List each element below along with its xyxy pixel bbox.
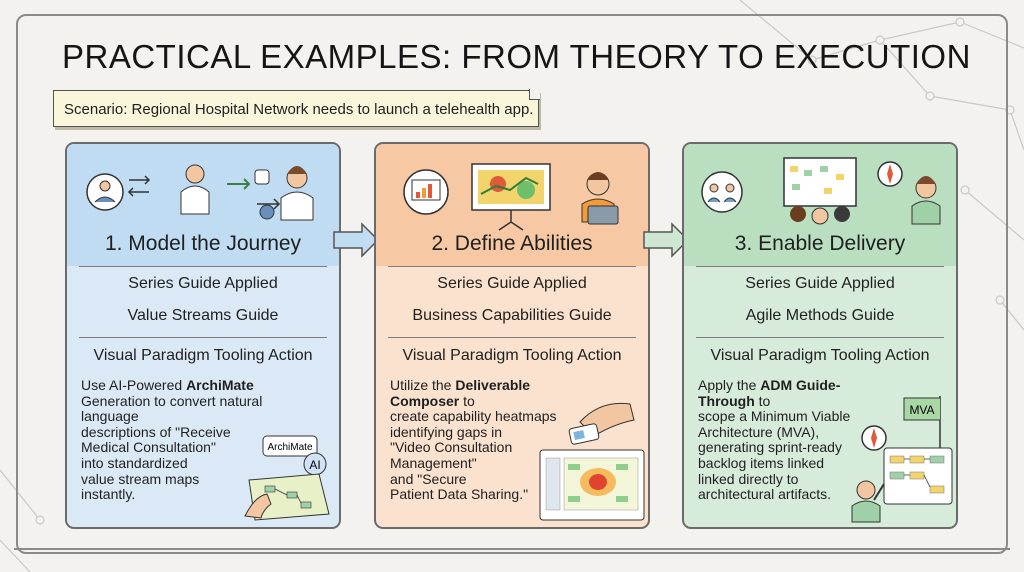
divider	[696, 266, 944, 267]
slide-frame	[16, 14, 1008, 554]
ai-tag: AI	[309, 458, 320, 472]
card-header	[67, 144, 339, 266]
flow-arrow	[643, 222, 690, 258]
flow-arrow	[333, 222, 380, 258]
divider	[388, 266, 636, 267]
tooling-description: Apply the ADM Guide-Through to scope a M…	[698, 377, 851, 503]
step-card-model-journey: 1. Model the Journey Series Guide Applie…	[65, 142, 341, 529]
divider	[79, 337, 327, 338]
team-board-icon	[701, 157, 941, 225]
tooling-description: Utilize the Deliverable Composer to crea…	[390, 377, 557, 503]
series-guide-label: Series Guide Applied	[745, 275, 895, 292]
divider	[79, 266, 327, 267]
divider	[388, 337, 636, 338]
scenario-note: Scenario: Regional Hospital Network need…	[53, 89, 540, 127]
tooling-action-label: Visual Paradigm Tooling Action	[402, 347, 622, 364]
step-card-enable-delivery: 3. Enable Delivery Series Guide Applied …	[682, 142, 958, 529]
series-guide-label: Series Guide Applied	[437, 275, 587, 292]
mva-tag: MVA	[909, 403, 934, 417]
backlog-board-illustration: MVA	[851, 396, 953, 523]
guide-name: Agile Methods Guide	[745, 307, 895, 324]
step-title: 1. Model the Journey	[104, 232, 302, 255]
step-title: 2. Define Abilities	[431, 232, 593, 255]
card-header	[684, 144, 956, 266]
page-title: PRACTICAL EXAMPLES: FROM THEORY TO EXECU…	[62, 38, 971, 75]
bottom-rule	[14, 548, 1010, 550]
divider	[696, 337, 944, 338]
value-stream-map-illustration: ArchiMate AI	[244, 435, 330, 521]
tooling-action-label: Visual Paradigm Tooling Action	[710, 347, 930, 364]
archimate-tag: ArchiMate	[267, 442, 312, 453]
tooling-action-label: Visual Paradigm Tooling Action	[93, 347, 313, 364]
series-guide-label: Series Guide Applied	[128, 275, 278, 292]
guide-name: Business Capabilities Guide	[412, 307, 612, 324]
capability-heatmap-illustration	[539, 402, 645, 521]
flag-icon	[903, 397, 940, 421]
tooling-description: Use AI-Powered ArchiMate Generation to c…	[81, 377, 263, 503]
video-presentation-icon	[403, 163, 619, 231]
hand-pointer-icon	[244, 493, 272, 519]
guide-name: Value Streams Guide	[127, 307, 279, 324]
step-title: 3. Enable Delivery	[734, 232, 906, 255]
step-card-define-abilities: 2. Define Abilities Series Guide Applied…	[374, 142, 650, 529]
patient-doctor-icon	[86, 164, 314, 221]
card-header	[376, 144, 648, 266]
